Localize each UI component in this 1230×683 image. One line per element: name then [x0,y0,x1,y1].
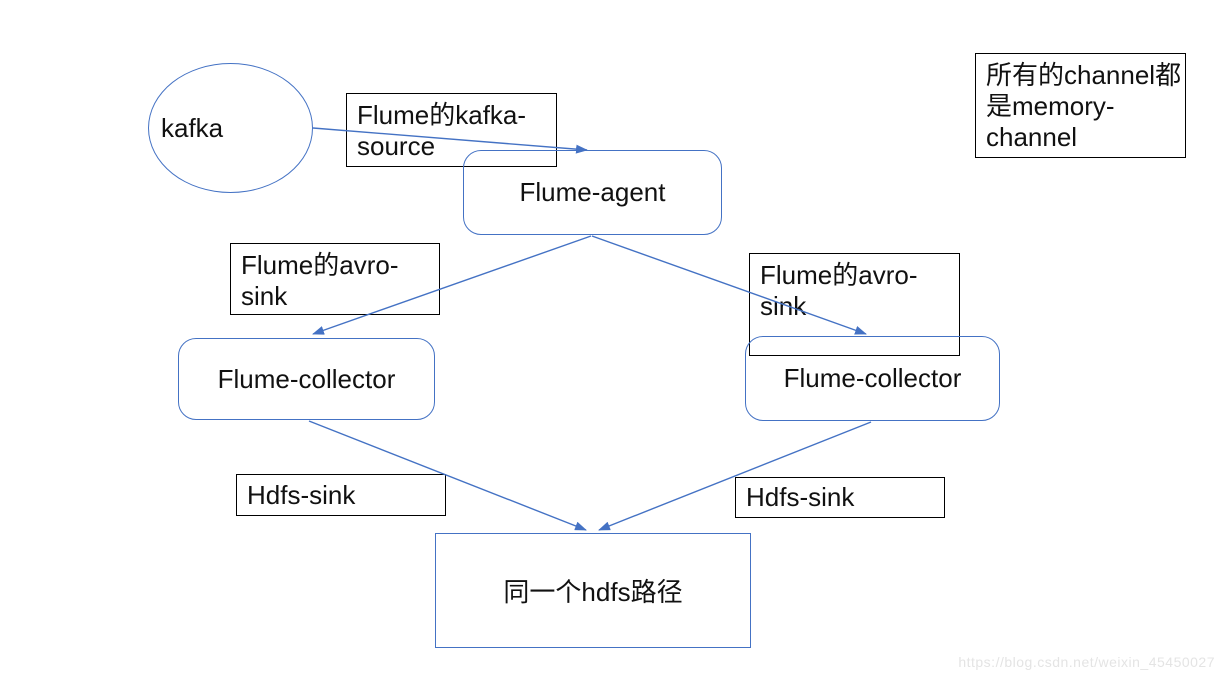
node-hdfs-path-label: 同一个hdfs路径 [503,577,683,607]
node-flume-collector-right-label: Flume-collector [783,363,962,393]
edge-label-hdfs-sink-right-text: Hdfs-sink [746,482,855,512]
note-line2: 是memory- [986,91,1115,121]
node-flume-collector-right: Flume-collector [745,336,1000,421]
node-hdfs-path: 同一个hdfs路径 [435,533,751,648]
node-kafka-label: kafka [161,112,224,143]
note-line1: 所有的channel都 [986,60,1182,90]
node-kafka: kafka [148,63,313,193]
edge-label-hdfs-sink-left-text: Hdfs-sink [247,479,356,510]
edge-label-avro-sink-left-line1: Flume的avro- [241,250,399,280]
edge-label-hdfs-sink-left: Hdfs-sink [236,474,446,516]
node-flume-collector-left-label: Flume-collector [217,363,396,394]
note-line3: channel [986,122,1078,152]
watermark-url: https://blog.csdn.net/weixin_45450027 [958,654,1215,670]
note-memory-channel: 所有的channel都 是memory- channel [975,53,1186,158]
edge-label-avro-sink-right-line2: sink [760,291,807,321]
edge-label-avro-sink-left-line2: sink [241,281,288,311]
node-flume-agent: Flume-agent [463,150,722,235]
edge-label-avro-sink-left: Flume的avro- sink [230,243,440,315]
edge-label-hdfs-sink-right: Hdfs-sink [735,477,945,518]
node-flume-agent-label: Flume-agent [519,177,666,207]
edge-label-kafka-source-line1: Flume的kafka- [357,100,527,130]
node-flume-collector-left: Flume-collector [178,338,435,420]
edge-label-avro-sink-right-line1: Flume的avro- [760,260,918,290]
